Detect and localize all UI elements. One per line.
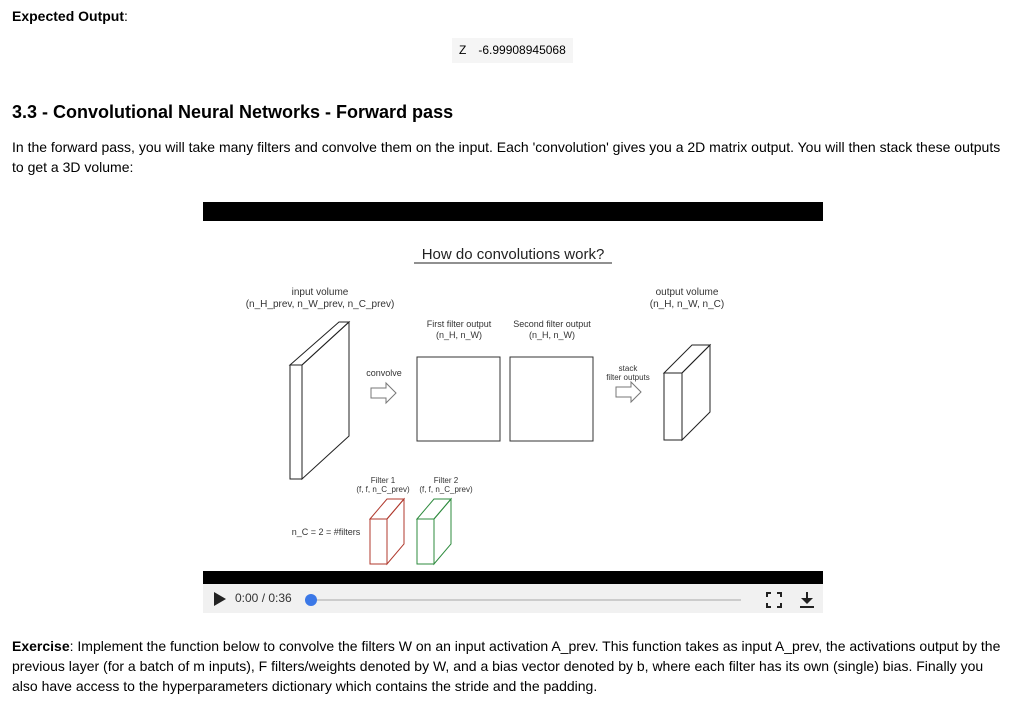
- video-player[interactable]: How do convolutions work? input volume (…: [203, 202, 823, 613]
- second-filter-output-dims: (n_H, n_W): [529, 330, 575, 340]
- second-filter-output-label: Second filter output: [513, 319, 591, 329]
- video-time: 0:00 / 0:36: [235, 591, 292, 605]
- nc-filters-label: n_C = 2 = #filters: [292, 527, 361, 537]
- first-filter-output-square: [416, 356, 501, 442]
- stack-label-2: filter outputs: [606, 373, 650, 382]
- exercise-label: Exercise: [12, 638, 70, 654]
- video-letterbox-top: [203, 202, 823, 221]
- output-volume-dims: (n_H, n_W, n_C): [650, 299, 724, 310]
- output-volume-label: output volume: [656, 287, 719, 298]
- input-volume-dims: (n_H_prev, n_W_prev, n_C_prev): [246, 299, 395, 310]
- filter1-dims: (f, f, n_C_prev): [356, 485, 410, 494]
- progress-track[interactable]: [311, 599, 741, 601]
- expected-output-colon: :: [124, 8, 128, 24]
- z-output-table: Z -6.99908945068: [452, 38, 573, 63]
- filter1-label: Filter 1: [371, 476, 396, 485]
- filter2-dims: (f, f, n_C_prev): [419, 485, 473, 494]
- first-filter-output-label: First filter output: [427, 319, 492, 329]
- exercise-text: : Implement the function below to convol…: [12, 638, 1001, 694]
- diagram-title: How do convolutions work?: [422, 246, 605, 263]
- filter2-cube: [415, 497, 453, 566]
- z-name: Z: [459, 43, 467, 57]
- convolution-diagram: How do convolutions work? input volume (…: [246, 246, 724, 566]
- section-paragraph: In the forward pass, you will take many …: [12, 139, 1001, 175]
- first-filter-output-dims: (n_H, n_W): [436, 330, 482, 340]
- play-icon[interactable]: [213, 591, 227, 607]
- expected-output-label: Expected Output:: [12, 8, 128, 24]
- convolve-arrow-icon: [370, 381, 397, 405]
- second-filter-output-square: [509, 356, 594, 442]
- convolve-label: convolve: [366, 368, 402, 378]
- download-icon[interactable]: [798, 590, 816, 610]
- stack-label: stack: [619, 364, 639, 373]
- video-controls: 0:00 / 0:36: [203, 584, 823, 613]
- input-volume-label: input volume: [292, 287, 349, 298]
- output-volume-shape: [662, 343, 712, 442]
- expected-output-title: Expected Output: [12, 8, 125, 24]
- fullscreen-icon[interactable]: [766, 592, 782, 608]
- exercise-paragraph: Exercise: Implement the function below t…: [12, 636, 1007, 696]
- filter2-label: Filter 2: [434, 476, 459, 485]
- input-volume-shape: [288, 320, 351, 481]
- video-letterbox-bottom: [203, 571, 823, 584]
- stack-arrow-icon: [615, 380, 642, 404]
- z-value: -6.99908945068: [478, 43, 566, 57]
- progress-knob[interactable]: [305, 594, 317, 606]
- filter1-cube: [368, 497, 406, 566]
- section-heading: 3.3 - Convolutional Neural Networks - Fo…: [12, 102, 454, 122]
